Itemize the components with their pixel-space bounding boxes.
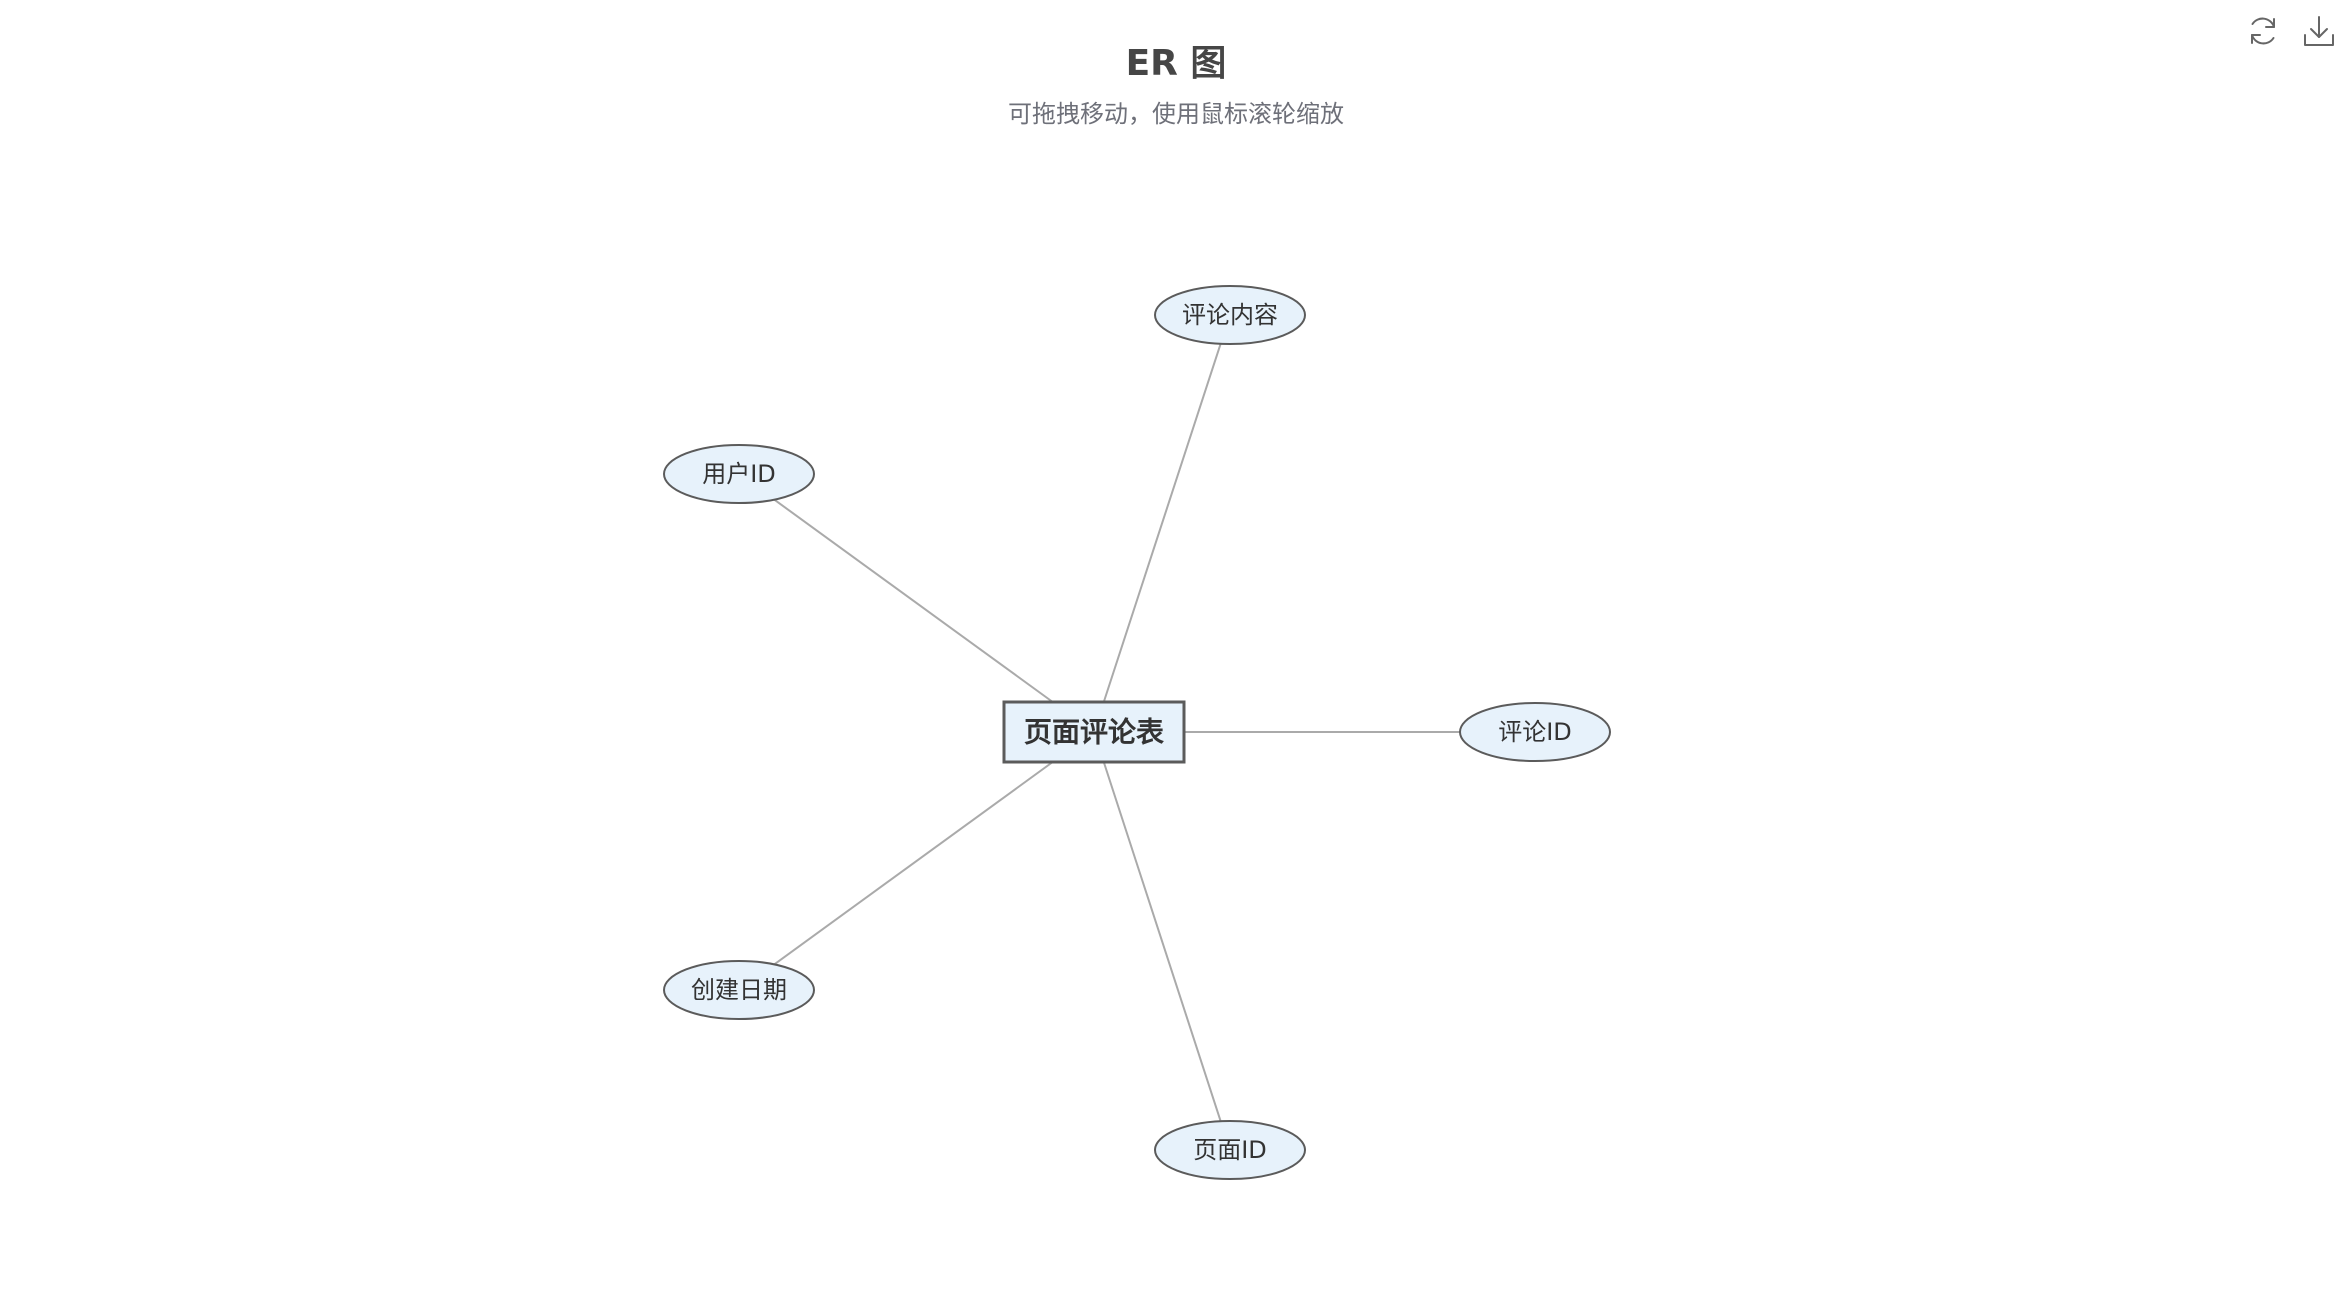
attribute-node-comment-content[interactable]: 评论内容 (1154, 285, 1306, 345)
attribute-label: 评论ID (1498, 718, 1572, 746)
attribute-ellipse[interactable] (663, 960, 815, 1020)
attribute-node-created-date[interactable]: 创建日期 (663, 960, 815, 1020)
attribute-label: 创建日期 (691, 976, 787, 1004)
attribute-node-page-id[interactable]: 页面ID (1154, 1120, 1306, 1180)
download-icon (2304, 16, 2334, 46)
toolbox (2244, 12, 2338, 50)
entity-box[interactable] (1002, 700, 1186, 764)
attribute-node-user-id[interactable]: 用户ID (663, 444, 815, 504)
edge-comment-content (1102, 343, 1222, 703)
attribute-label: 页面ID (1193, 1136, 1267, 1164)
refresh-icon (2251, 17, 2275, 45)
attribute-node-comment-id[interactable]: 评论ID (1459, 702, 1611, 762)
attribute-ellipse[interactable] (1459, 702, 1611, 762)
restore-button[interactable] (2244, 12, 2282, 50)
edges (773, 343, 1460, 1122)
edge-created-date (773, 761, 1054, 966)
entity-label: 页面评论表 (1024, 716, 1164, 749)
edge-page-id (1102, 761, 1222, 1122)
attribute-label: 用户ID (702, 460, 776, 488)
entity-node[interactable]: 页面评论表 (1002, 700, 1186, 764)
save-image-button[interactable] (2300, 12, 2338, 50)
page-subtitle: 可拖拽移动，使用鼠标滚轮缩放 (1008, 100, 1344, 128)
attribute-label: 评论内容 (1182, 301, 1278, 329)
attribute-ellipse[interactable] (663, 444, 815, 504)
page-title: ER 图 (1125, 43, 1227, 84)
attribute-ellipse[interactable] (1154, 285, 1306, 345)
attribute-ellipse[interactable] (1154, 1120, 1306, 1180)
edge-user-id (773, 498, 1054, 703)
